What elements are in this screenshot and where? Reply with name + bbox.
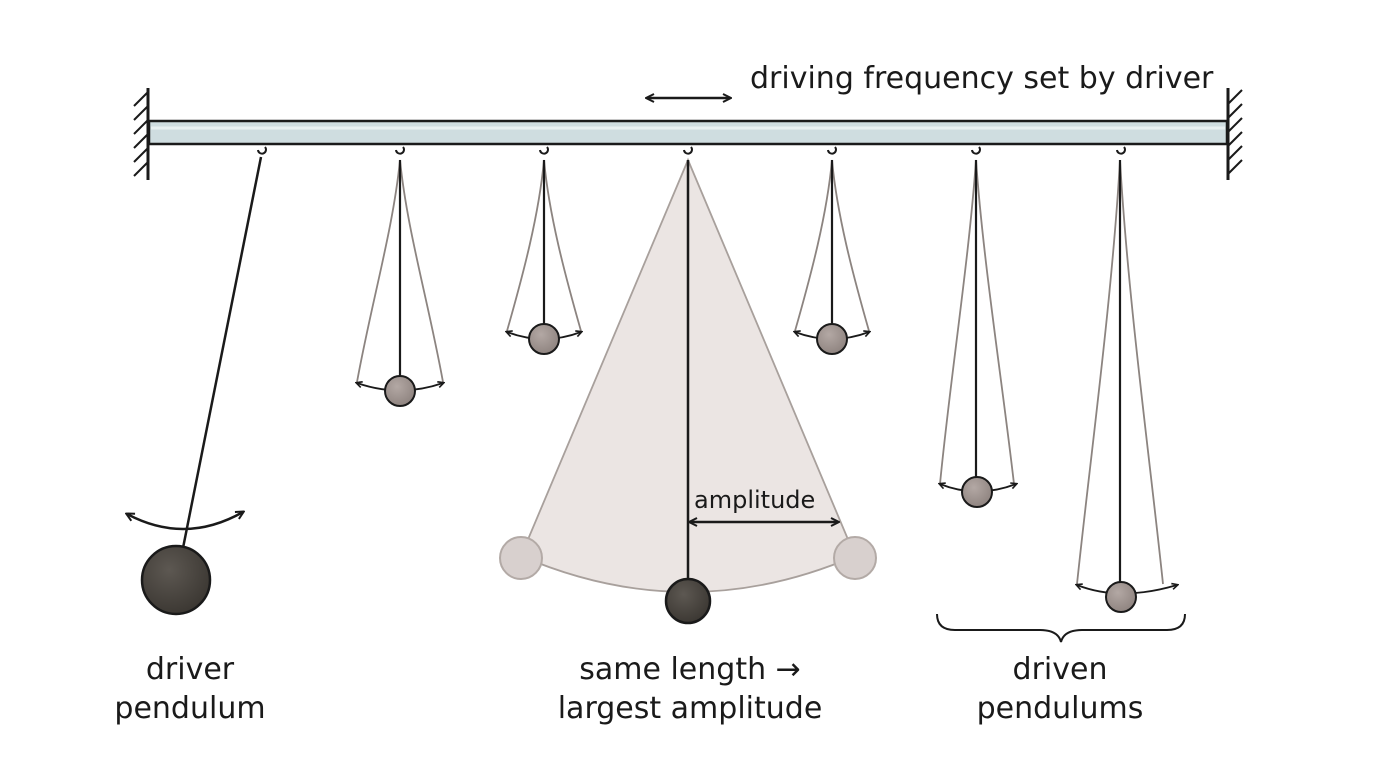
ghost-bob-left [499,536,543,580]
amplitude-label: amplitude [694,486,815,514]
same-length-label-line1: same length → [579,652,801,687]
same-length-label-line2: largest amplitude [558,691,823,726]
support-beam [147,119,1229,146]
driven-bob [1105,581,1137,613]
ghost-bob-right [833,536,877,580]
driven-brace [936,613,1186,643]
driven-bob [528,323,560,355]
left-wall [133,88,150,180]
driven-pendulum-4 [795,159,869,355]
driver-label-line1: driver [146,652,235,687]
right-wall [1226,88,1243,180]
driving-frequency-label: driving frequency set by driver [750,61,1214,96]
hook-icon [1116,146,1126,155]
hook-icon [539,146,549,155]
driven-bob [961,476,993,508]
hook-icon [683,146,693,155]
driver-bob [140,544,212,616]
driver-label-line2: pendulum [114,691,265,726]
driven-pendulum-6 [1077,159,1177,613]
driven-pendulum-1 [357,159,443,407]
driver-swing-arrow [127,512,243,531]
hook-icon [971,146,981,155]
hook-icon [827,146,837,155]
driven-pendulum-2 [507,159,581,355]
driven-bob [384,375,416,407]
driven-label-line1: driven [1013,652,1108,687]
hook-icon [395,146,405,155]
driven-bob [816,323,848,355]
resonant-bob [664,577,712,625]
driven-label-line2: pendulums [977,691,1144,726]
resonant-pendulum: amplitude [499,157,877,625]
hook-icon [257,146,267,155]
driven-pendulum-5 [940,159,1016,508]
hooks [257,146,1126,155]
driver-pendulum [127,156,263,616]
